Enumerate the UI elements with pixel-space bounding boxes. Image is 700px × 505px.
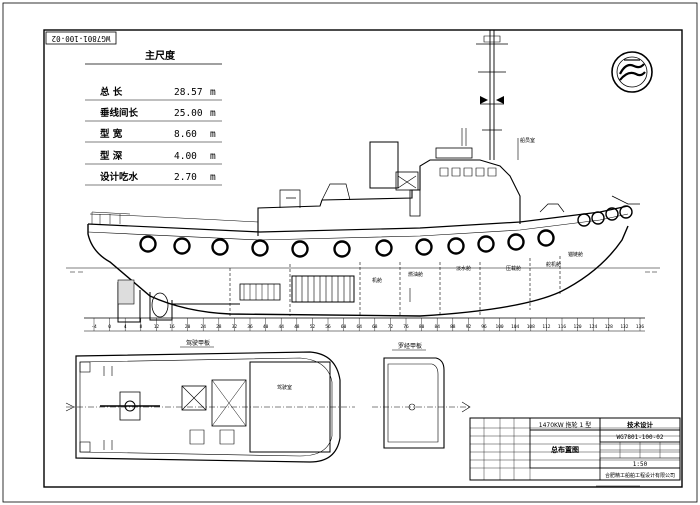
frame-label: 100 bbox=[496, 324, 504, 330]
frame-label: 60 bbox=[341, 324, 347, 330]
frame-label: 48 bbox=[294, 324, 300, 330]
frame-label: 28 bbox=[216, 324, 222, 330]
row-unit-4: m bbox=[210, 151, 216, 162]
frame-label: 36 bbox=[247, 324, 253, 330]
frame-label: 12 bbox=[154, 324, 160, 330]
superstructure bbox=[89, 141, 521, 236]
row-unit-1: m bbox=[210, 87, 216, 98]
room-label-fuel: 燃油舱 bbox=[408, 271, 423, 278]
frame-label: 116 bbox=[558, 324, 566, 330]
frame-label: 96 bbox=[481, 324, 487, 330]
deck-plan-main-title: 驾驶甲板 bbox=[186, 339, 210, 347]
room-label-wheelhouse: 驾驶室 bbox=[277, 384, 292, 391]
title-drawing-no: WG7801-100-02 bbox=[617, 434, 664, 441]
sheet-code: WG7801-100-02 bbox=[52, 34, 111, 43]
frame-label: 68 bbox=[372, 324, 378, 330]
frame-label: 108 bbox=[527, 324, 535, 330]
particulars-table: 主尺度 总 长 28.57 m 垂线间长 25.00 m 型 宽 8.60 m … bbox=[85, 49, 222, 186]
title-block: 1470KW 拖轮 1 型 技术设计 WG7801-100-02 总布置图 1:… bbox=[469, 417, 681, 481]
deck-plan-main: 驾驶甲板 驾驶室 bbox=[65, 339, 355, 463]
frame-label: 104 bbox=[511, 324, 519, 330]
room-label-water: 淡水舱 bbox=[456, 265, 471, 272]
title-company: 合肥精工船舶工程设计有限公司 bbox=[605, 472, 675, 479]
title-scale: 1:50 bbox=[633, 461, 648, 468]
particulars-title: 主尺度 bbox=[145, 49, 176, 62]
room-label-chain: 锚链舱 bbox=[568, 251, 583, 258]
row-value-1: 28.57 bbox=[174, 87, 203, 98]
mast bbox=[461, 30, 519, 160]
frame-label: 124 bbox=[589, 324, 597, 330]
row-value-2: 25.00 bbox=[174, 108, 203, 119]
row-unit-2: m bbox=[210, 108, 216, 119]
row-label-5: 设计吃水 bbox=[100, 171, 139, 183]
frame-label: 0 bbox=[108, 324, 111, 330]
frame-label: 64 bbox=[356, 324, 362, 330]
frame-label: 112 bbox=[542, 324, 550, 330]
frame-label: 88 bbox=[450, 324, 456, 330]
frame-label: 128 bbox=[605, 324, 613, 330]
frame-label: 52 bbox=[310, 324, 316, 330]
frame-label: 80 bbox=[419, 324, 425, 330]
main-engine bbox=[172, 275, 355, 305]
row-unit-3: m bbox=[210, 129, 216, 140]
frame-label: 4 bbox=[124, 324, 127, 330]
row-label-2: 垂线间长 bbox=[100, 107, 139, 119]
row-unit-5: m bbox=[210, 172, 216, 183]
room-label-engine: 机舱 bbox=[372, 277, 382, 284]
frame-label: 56 bbox=[325, 324, 331, 330]
row-value-3: 8.60 bbox=[174, 129, 197, 140]
frame-label: 120 bbox=[574, 324, 582, 330]
frame-label: 8 bbox=[139, 324, 142, 330]
frame-label: 84 bbox=[434, 324, 440, 330]
room-label-crew: 船员室 bbox=[520, 137, 535, 144]
frame-label: 132 bbox=[620, 324, 628, 330]
frame-label: 20 bbox=[185, 324, 191, 330]
row-value-5: 2.70 bbox=[174, 172, 197, 183]
row-label-4: 型 深 bbox=[100, 150, 123, 162]
deck-plan-upper-title: 罗经甲板 bbox=[398, 342, 422, 350]
frame-label: -4 bbox=[91, 324, 97, 330]
sheet-code-box: WG7801-100-02 bbox=[45, 31, 117, 45]
company-logo bbox=[611, 51, 653, 93]
frame-label: 16 bbox=[169, 324, 175, 330]
inner-frame bbox=[43, 29, 683, 488]
frame-label: 32 bbox=[232, 324, 238, 330]
row-label-1: 总 长 bbox=[100, 86, 123, 98]
title-stage: 技术设计 bbox=[627, 420, 654, 429]
frame-label: 136 bbox=[636, 324, 644, 330]
title-project: 1470KW 拖轮 1 型 bbox=[539, 421, 591, 429]
room-label-ballast: 压载舱 bbox=[506, 265, 521, 272]
frame-label: 24 bbox=[200, 324, 206, 330]
frame-label: 44 bbox=[278, 324, 284, 330]
frame-label: 92 bbox=[466, 324, 472, 330]
room-label-steering: 舵机舱 bbox=[546, 261, 561, 268]
deck-plan-upper: 罗经甲板 bbox=[372, 342, 471, 449]
title-drawing-name: 总布置图 bbox=[551, 445, 579, 454]
row-label-3: 型 宽 bbox=[100, 128, 123, 140]
tire-fenders bbox=[139, 229, 555, 258]
frame-label: 40 bbox=[263, 324, 269, 330]
row-value-4: 4.00 bbox=[174, 151, 197, 162]
frame-label: 76 bbox=[403, 324, 409, 330]
frame-label: 72 bbox=[388, 324, 394, 330]
